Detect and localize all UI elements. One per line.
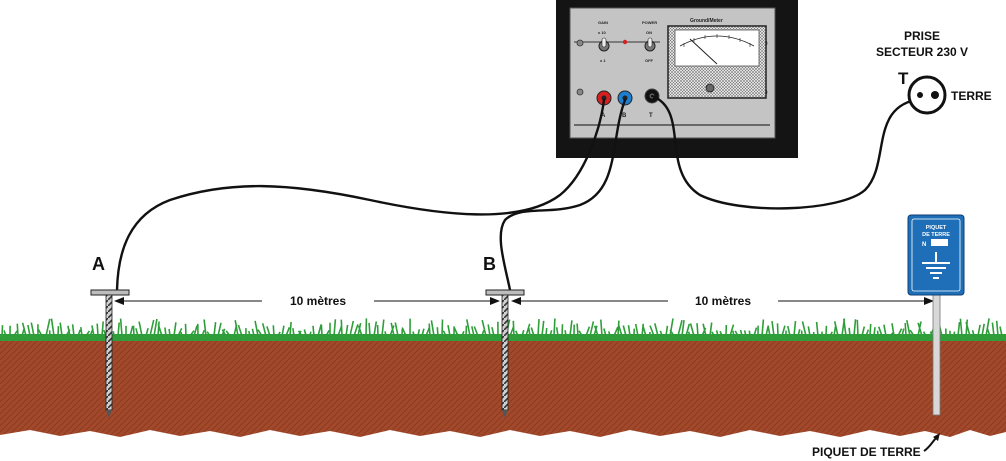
earth-symbol-icon: [922, 252, 950, 279]
gain-values-label: x 10: [598, 30, 607, 35]
distance-bt-marker: [511, 297, 934, 305]
sign-number-plate: [931, 239, 948, 246]
sign-title-line2: DE TERRE: [922, 232, 950, 238]
power-on-label: ON: [646, 30, 652, 35]
wall-outlet: [907, 75, 947, 115]
ground-rod-sign: PIQUET DE TERRE N: [907, 214, 965, 296]
gain-toggle-switch[interactable]: [598, 37, 610, 52]
ground-rod-label: PIQUET DE TERRE: [812, 445, 921, 459]
power-off-label: OFF: [645, 58, 654, 63]
distance-ab-marker: [114, 297, 500, 305]
terminal-t-label: T: [649, 113, 653, 119]
lead-b: [499, 98, 627, 292]
power-toggle-switch[interactable]: [644, 37, 656, 52]
gain-values-label-2: x 1: [600, 58, 606, 63]
sign-n-label: N: [922, 242, 926, 248]
terminal-b-label: B: [622, 113, 627, 119]
stake-a: [90, 289, 130, 418]
terminal-b[interactable]: [617, 90, 633, 106]
gauge-needle: [689, 38, 718, 65]
power-label: POWER: [642, 20, 657, 25]
sign-title-line1: PIQUET: [926, 225, 947, 231]
distance-bt-label: 10 mètres: [695, 294, 751, 308]
terminal-a-label: A: [601, 113, 606, 119]
ground-meter-device: GAIN x 10 x 1 POWER ON OFF Ground/Meter: [556, 0, 798, 158]
stake-a-label: A: [92, 254, 105, 274]
distance-ab-label: 10 mètres: [290, 294, 346, 308]
outlet-earth-label: TERRE: [951, 89, 992, 103]
outlet-title-line1: PRISE: [904, 29, 940, 43]
gain-label: GAIN: [598, 20, 608, 25]
lead-a: [115, 98, 606, 292]
pointer-arrow-icon: [923, 433, 940, 452]
stake-b: [485, 289, 525, 418]
analog-gauge: [667, 25, 767, 99]
outlet-title-line2: SECTEUR 230 V: [876, 45, 968, 59]
ground-rod: [932, 289, 941, 416]
stake-b-label: B: [483, 254, 496, 274]
meter-title: Ground/Meter: [690, 18, 723, 24]
zero-adjust-knob[interactable]: [705, 83, 715, 93]
power-led: [622, 39, 628, 45]
test-leads: [115, 93, 937, 292]
outlet-terminal-label: T: [898, 69, 909, 88]
